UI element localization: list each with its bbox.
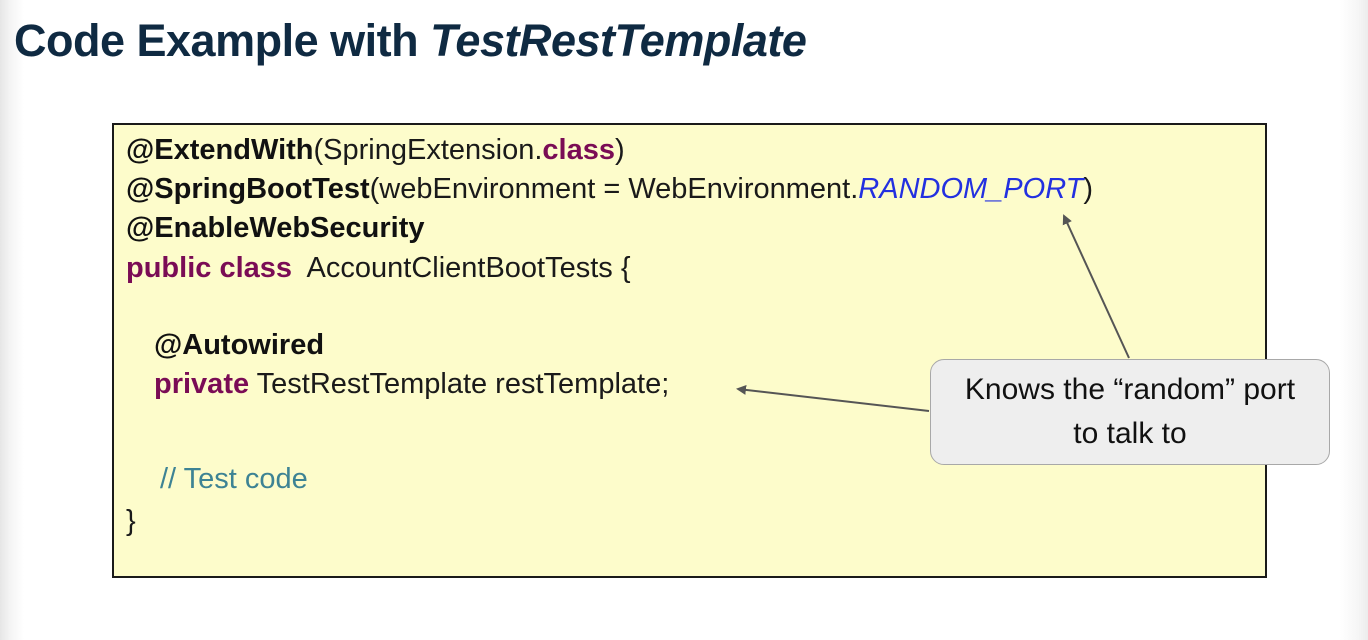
code-keyword: class <box>542 134 615 166</box>
code-line-comment: // Test code <box>160 460 308 498</box>
code-line-class-declaration: public class AccountClientBootTests { <box>126 249 631 287</box>
code-keyword: public class <box>126 252 293 284</box>
code-block: @ExtendWith(SpringExtension.class) @Spri… <box>112 123 1267 578</box>
code-text: (webEnvironment = WebEnvironment. <box>369 173 859 205</box>
code-text: (SpringExtension. <box>313 134 543 166</box>
code-annotation: @ExtendWith <box>126 134 314 166</box>
code-annotation: @Autowired <box>154 329 325 361</box>
title-prefix: Code Example with <box>14 15 431 66</box>
code-line-enablewebsecurity: @EnableWebSecurity <box>126 209 425 247</box>
title-emphasis: TestRestTemplate <box>430 15 807 66</box>
code-annotation: @SpringBootTest <box>126 173 370 205</box>
code-text: } <box>126 505 136 537</box>
code-text: ) <box>1083 173 1094 205</box>
callout-text: Knows the “random” port to talk to <box>964 373 1296 450</box>
code-annotation: @EnableWebSecurity <box>126 212 425 244</box>
code-line-autowired: @Autowired <box>154 326 324 364</box>
code-line-closing-brace: } <box>126 502 136 540</box>
code-text: TestRestTemplate restTemplate; <box>249 368 670 400</box>
code-constant-random-port: RANDOM_PORT <box>858 173 1084 205</box>
code-text: AccountClientBootTests { <box>292 252 631 284</box>
callout-note: Knows the “random” port to talk to <box>930 359 1330 465</box>
slide-title: Code Example with TestRestTemplate <box>14 12 807 70</box>
code-comment: // Test code <box>160 463 308 495</box>
code-line-field: private TestRestTemplate restTemplate; <box>154 365 669 403</box>
code-text: ) <box>615 134 625 166</box>
code-keyword: private <box>154 368 250 400</box>
code-line-springboottest: @SpringBootTest(webEnvironment = WebEnvi… <box>126 170 1093 208</box>
code-line-extendwith: @ExtendWith(SpringExtension.class) <box>126 131 625 169</box>
